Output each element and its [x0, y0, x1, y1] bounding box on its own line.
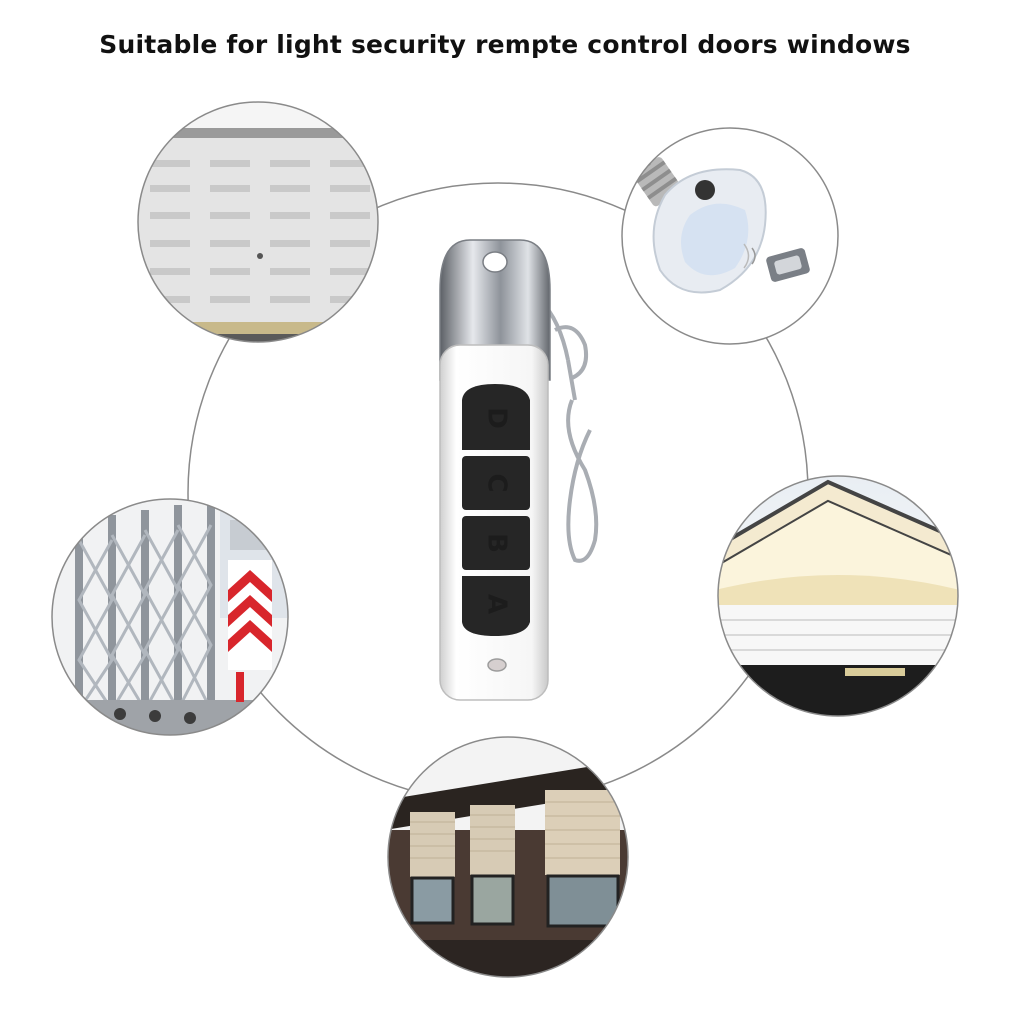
button-label-a: A — [482, 594, 512, 614]
retractable-gate-icon — [51, 498, 289, 736]
rolling-shutter-window-icon — [387, 736, 629, 978]
remote-button-b[interactable]: B — [462, 516, 530, 570]
button-label-d: D — [482, 407, 512, 429]
button-label-c: C — [482, 473, 512, 492]
led-indicator-icon — [487, 658, 507, 672]
remote-button-a[interactable]: A — [462, 576, 530, 636]
page-title: Suitable for light security rempte contr… — [99, 30, 911, 59]
remote-button-c[interactable]: C — [462, 456, 530, 510]
remote-control: D C B A — [439, 239, 599, 701]
remote-button-d[interactable]: D — [462, 384, 530, 450]
garage-door-icon — [137, 101, 379, 343]
button-label-b: B — [482, 533, 512, 553]
led-bulb-icon — [621, 127, 839, 345]
garage-house-icon — [717, 475, 959, 717]
